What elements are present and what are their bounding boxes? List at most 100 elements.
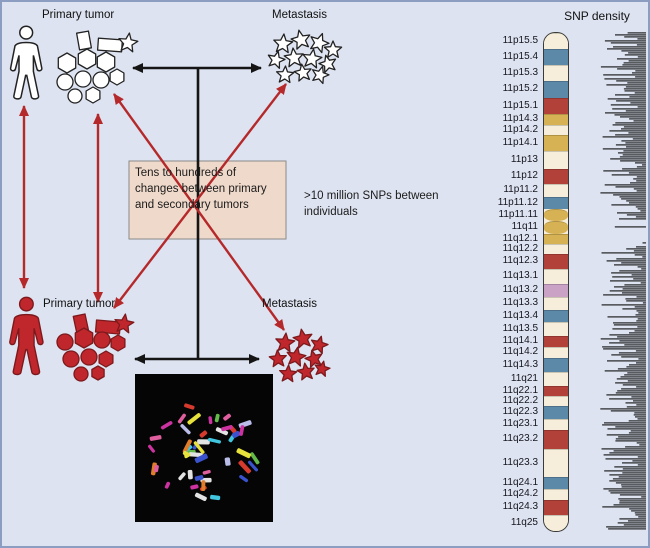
band-label-11q24.2: 11q24.2 [502, 488, 538, 499]
snp-density-bar [631, 396, 646, 398]
snp-density-bar [611, 272, 646, 274]
snp-density-bar [615, 382, 646, 384]
snp-density-bar [640, 210, 646, 212]
snp-density-bar [612, 124, 646, 126]
ideogram-band-11p14.3 [544, 114, 568, 125]
snp-density-bar [635, 514, 646, 516]
snp-density-bar [630, 182, 646, 184]
snp-density-bar [609, 452, 646, 454]
snp-density-bar [625, 86, 646, 88]
snp-density-bar [615, 438, 646, 440]
snp-density-bar [633, 120, 646, 122]
snp-density-bar [622, 462, 646, 464]
snp-density-bar [619, 218, 646, 220]
chromosome-spot [182, 450, 191, 458]
chromosome-spot [182, 439, 192, 454]
snp-density-bar [617, 390, 646, 392]
snp-density-bar [621, 50, 646, 52]
snp-density-bar [600, 338, 646, 340]
snp-density-bar [622, 472, 646, 474]
cluster-primary-bottom-hex [110, 334, 126, 352]
snp-density-bar [634, 412, 646, 414]
snp-density-bar [618, 152, 646, 154]
metastasis-label-bottom: Metastasis [262, 298, 317, 310]
snp-density-bar [603, 294, 646, 296]
snp-density-bar [617, 68, 646, 70]
snp-density-bar [615, 482, 646, 484]
snp-density-bar [624, 54, 646, 56]
snp-density-bar [606, 526, 646, 528]
snp-density-bar [621, 198, 646, 200]
snp-density-bar [635, 206, 646, 208]
snp-density-bar [635, 76, 646, 78]
snp-density-bar [615, 426, 646, 428]
snp-density-bar [615, 134, 646, 136]
snp-density-bar [613, 504, 646, 506]
snp-density-bar [602, 148, 646, 150]
snp-density-bar [635, 216, 646, 218]
cluster-metastasis-top-star [302, 48, 323, 69]
cluster-metastasis-top-star [311, 65, 330, 85]
snp-density-bar [606, 84, 646, 86]
band-label-11p13: 11p13 [510, 153, 538, 165]
band-label-11q23.2: 11q23.2 [502, 433, 538, 444]
snp-density-bar [624, 344, 646, 346]
chromosome-spot [197, 439, 210, 445]
snp-density-bar [634, 254, 646, 256]
snp-density-bar [628, 52, 646, 54]
snp-density-bar [604, 470, 646, 472]
snp-density-bar [610, 492, 646, 494]
snp-density-bar [638, 516, 646, 518]
ideogram-band-11q12.2 [544, 244, 568, 254]
cluster-primary-bottom-star [114, 313, 135, 334]
band-label-11q12.3: 11q12.3 [502, 255, 538, 266]
ideogram-band-11q23.1 [544, 419, 568, 430]
snp-density-bar [625, 142, 646, 144]
snp-density-bar [631, 510, 646, 512]
snp-density-bar [605, 458, 646, 460]
snp-density-bar [618, 498, 646, 500]
cluster-metastasis-bottom-star [292, 328, 313, 349]
snp-density-bar [629, 118, 646, 120]
ideogram-band-11q11 [544, 221, 568, 234]
snp-density-bar [603, 170, 646, 172]
snp-density-bar [609, 398, 646, 400]
cluster-primary-bottom-circle [62, 350, 80, 368]
snp-density-bar [607, 98, 646, 100]
snp-density-bar [619, 340, 646, 342]
snp-density-bar [637, 318, 646, 320]
snp-density-bar [627, 82, 646, 84]
ideogram-band-11p15.3 [544, 65, 568, 81]
cluster-metastasis-bottom-star [268, 349, 287, 368]
band-label-11q23.3: 11q23.3 [502, 456, 538, 468]
snp-density-bar [633, 278, 646, 280]
ideogram-band-11p15.2 [544, 81, 568, 98]
snp-density-bar [617, 212, 646, 214]
snp-density-bar [615, 186, 646, 188]
snp-density-bar [637, 464, 646, 466]
ideogram-band-11q13.1 [544, 269, 568, 284]
snp-density-bar [616, 258, 646, 260]
snp-density-bar [614, 264, 646, 266]
snp-density-bar [636, 320, 646, 322]
snp-density-bar [634, 92, 646, 94]
chromosome-spot [208, 416, 213, 425]
ideogram-band-11q14.1 [544, 336, 568, 347]
snp-density-bar [622, 64, 646, 66]
cluster-metastasis-top-star [275, 65, 295, 84]
snp-density-bar [606, 260, 646, 262]
ideogram-band-11q13.3 [544, 297, 568, 310]
snp-density-bar [619, 518, 646, 520]
snp-density-bar [638, 358, 646, 360]
snp-density-bar [607, 316, 646, 318]
snp-density-bar [638, 312, 646, 314]
band-label-11q12.2: 11q12.2 [502, 242, 538, 254]
ideogram-band-11q24.2 [544, 489, 568, 500]
ideogram-band-11q23.2 [544, 430, 568, 449]
snp-density-bar [629, 332, 646, 334]
cluster-metastasis-top-star [310, 32, 330, 54]
snp-density-bar [628, 172, 646, 174]
snp-density-bar [602, 424, 646, 426]
snp-density-bar [613, 322, 646, 324]
cluster-metastasis-top-star [293, 63, 312, 82]
